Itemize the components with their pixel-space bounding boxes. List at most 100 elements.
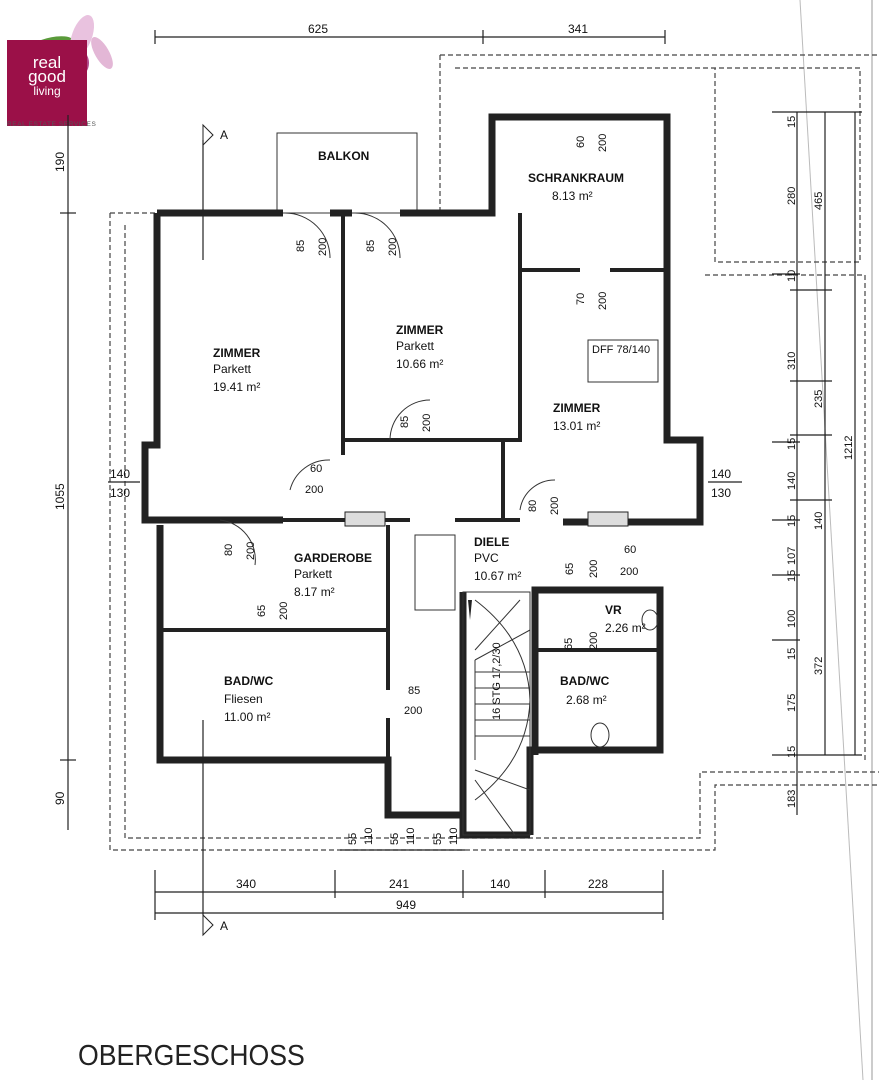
stairs-label: 16 STG 17,2/30 — [491, 642, 503, 720]
toilet-icon — [641, 609, 659, 631]
room-floor: PVC — [474, 551, 499, 565]
room-area: 10.67 m² — [474, 569, 521, 583]
door-width: 85 — [399, 416, 411, 428]
door-width: 85 — [365, 240, 377, 252]
door-width: 80 — [223, 544, 235, 556]
dimension-label: 1212 — [843, 436, 855, 460]
room-area: 10.66 m² — [396, 357, 443, 371]
room-name: SCHRANKRAUM — [528, 171, 624, 185]
toilet-icon — [590, 722, 610, 748]
dimension-label: 625 — [308, 22, 328, 36]
section-marker — [202, 123, 214, 937]
door-width: 60 — [575, 136, 587, 148]
dimension-label: 175 — [786, 694, 798, 712]
dimension-label: 55 — [432, 833, 444, 845]
door-height: 200 — [620, 566, 638, 578]
logo-text: real — [32, 53, 62, 72]
attic-hatch — [414, 534, 456, 611]
dimension-label: 235 — [813, 390, 825, 408]
room-name: DIELE — [474, 535, 509, 549]
logo-badge: real good living — [7, 40, 87, 126]
staircase — [462, 591, 531, 836]
dimension-label: 110 — [448, 827, 460, 845]
roof-outline — [124, 225, 879, 839]
dimension-label: 183 — [786, 790, 798, 808]
room-area: 19.41 m² — [213, 380, 260, 394]
door-height: 200 — [278, 602, 290, 620]
door-height: 200 — [387, 238, 399, 256]
door-width: 60 — [624, 544, 636, 556]
roof-window — [587, 339, 659, 383]
dimension-label: 15 — [786, 746, 798, 758]
room-name: GARDEROBE — [294, 551, 372, 565]
window-height: 130 — [110, 486, 130, 500]
floor-title: OBERGESCHOSS — [78, 1040, 305, 1072]
door-width: 85 — [295, 240, 307, 252]
dimension-label: 190 — [53, 152, 67, 172]
door-height: 200 — [588, 632, 600, 650]
dimension-label: 15 — [786, 515, 798, 527]
door-width: 65 — [256, 605, 268, 617]
room-name: ZIMMER — [396, 323, 444, 337]
room-name: BAD/WC — [560, 674, 610, 688]
room-name: ZIMMER — [213, 346, 261, 360]
dimension-label: 340 — [236, 877, 256, 891]
dimension-label: 110 — [363, 827, 375, 845]
dimension-label: 228 — [588, 877, 608, 891]
room-area: 2.68 m² — [566, 693, 607, 707]
door-width: 65 — [563, 638, 575, 650]
logo-tagline: REAL ESTATE SERVICES — [7, 121, 97, 128]
room-floor: Parkett — [213, 362, 252, 376]
window-width: 140 — [110, 467, 130, 481]
dimension-label: 310 — [786, 352, 798, 370]
room-name: VR — [605, 603, 622, 617]
dimension-label: 1055 — [53, 483, 67, 510]
dimension-label: 241 — [389, 877, 409, 891]
door-width: 60 — [310, 463, 322, 475]
dimension-label: 140 — [490, 877, 510, 891]
dimension-label: 10 — [786, 270, 798, 282]
dimension-line-right — [772, 111, 862, 815]
logo-text: living — [33, 84, 61, 98]
dimension-line-top — [154, 30, 666, 44]
room-area: 11.00 m² — [224, 710, 270, 724]
dimension-line-bottom — [154, 849, 664, 920]
roof-outline — [439, 54, 879, 263]
dimension-label: 140 — [813, 512, 825, 530]
door-width: 65 — [564, 563, 576, 575]
dimension-label: 15 — [786, 116, 798, 128]
window-height: 130 — [711, 486, 731, 500]
logo-text: good — [28, 67, 66, 86]
room-area: 2.26 m² — [605, 621, 646, 635]
dimension-label: 372 — [813, 657, 825, 675]
door-height: 200 — [305, 484, 323, 496]
dimension-label: 949 — [396, 898, 416, 912]
door-height: 200 — [245, 542, 257, 560]
dimension-label: 15 — [786, 570, 798, 582]
section-marker-label: A — [220, 128, 228, 142]
dimension-label: 55 — [389, 833, 401, 845]
interior-wall — [341, 440, 505, 522]
window-width: 140 — [711, 467, 731, 481]
roof-outline — [109, 212, 879, 851]
dimension-label: 341 — [568, 22, 588, 36]
door-width: 80 — [527, 500, 539, 512]
chimney — [344, 511, 629, 527]
dimension-label: 110 — [405, 827, 417, 845]
room-floor: Fliesen — [224, 692, 263, 706]
room-name: BALKON — [318, 149, 369, 163]
balcony — [276, 132, 418, 214]
roof-outline — [705, 274, 866, 760]
dimension-label: 107 — [786, 547, 798, 565]
door-height: 200 — [317, 238, 329, 256]
door-height: 200 — [404, 705, 422, 717]
dimension-label: 55 — [347, 833, 359, 845]
dimension-label: 280 — [786, 187, 798, 205]
door-height: 200 — [597, 292, 609, 310]
company-logo: real good living REAL ESTATE SERVICES — [7, 8, 117, 130]
exterior-wall — [141, 213, 283, 524]
dimension-label: 140 — [786, 472, 798, 490]
room-area: 8.17 m² — [294, 585, 335, 599]
door-markers — [219, 212, 556, 566]
door-height: 200 — [421, 414, 433, 432]
